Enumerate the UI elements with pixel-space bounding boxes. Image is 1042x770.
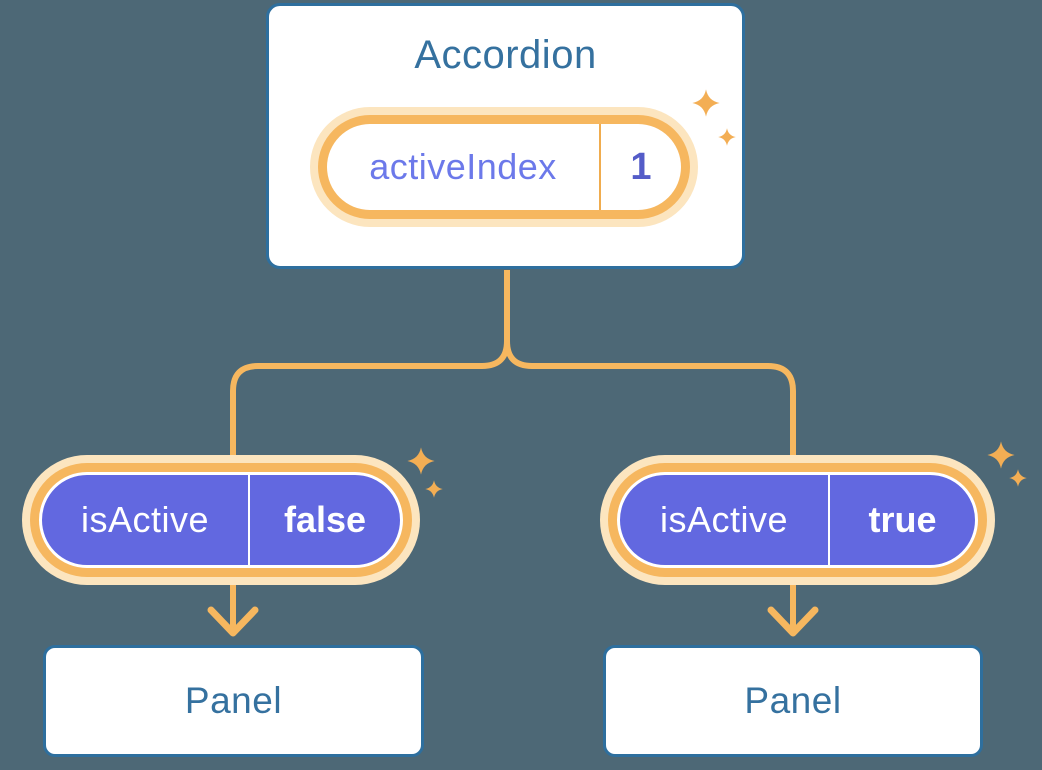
sparkle-icon [407,447,435,475]
left-panel-title: Panel [184,680,283,721]
sparkle-icon [692,89,720,117]
left-arrowhead-icon [207,606,259,637]
state-pill-label: activeIndex [369,146,557,187]
left-prop-pill-ring: isActive false [30,463,412,577]
state-pill-value: 1 [630,145,652,188]
right-prop-pill-label: isActive [659,499,789,540]
sparkle-icon [1009,469,1027,487]
right-prop-pill-divider [828,475,830,565]
sparkle-icon [987,441,1015,469]
state-pill: activeIndex 1 [310,107,698,227]
left-prop-pill-value: false [283,499,367,540]
sparkle-icon [718,128,736,146]
right-panel-title: Panel [744,680,842,721]
state-pill-divider [599,124,601,210]
right-arrowhead-icon [767,606,819,637]
right-prop-pill-value: true [868,499,937,540]
accordion-node-title: Accordion [414,33,597,77]
right-prop-pill: isActive true [600,455,995,585]
state-pill-ring: activeIndex 1 [318,115,690,219]
sparkle-icon [425,480,443,498]
left-prop-pill: isActive false [22,455,420,585]
left-prop-pill-label: isActive [80,499,210,540]
left-panel-node: Panel [43,645,424,757]
right-panel-node: Panel [603,645,983,757]
right-prop-pill-ring: isActive true [608,463,987,577]
